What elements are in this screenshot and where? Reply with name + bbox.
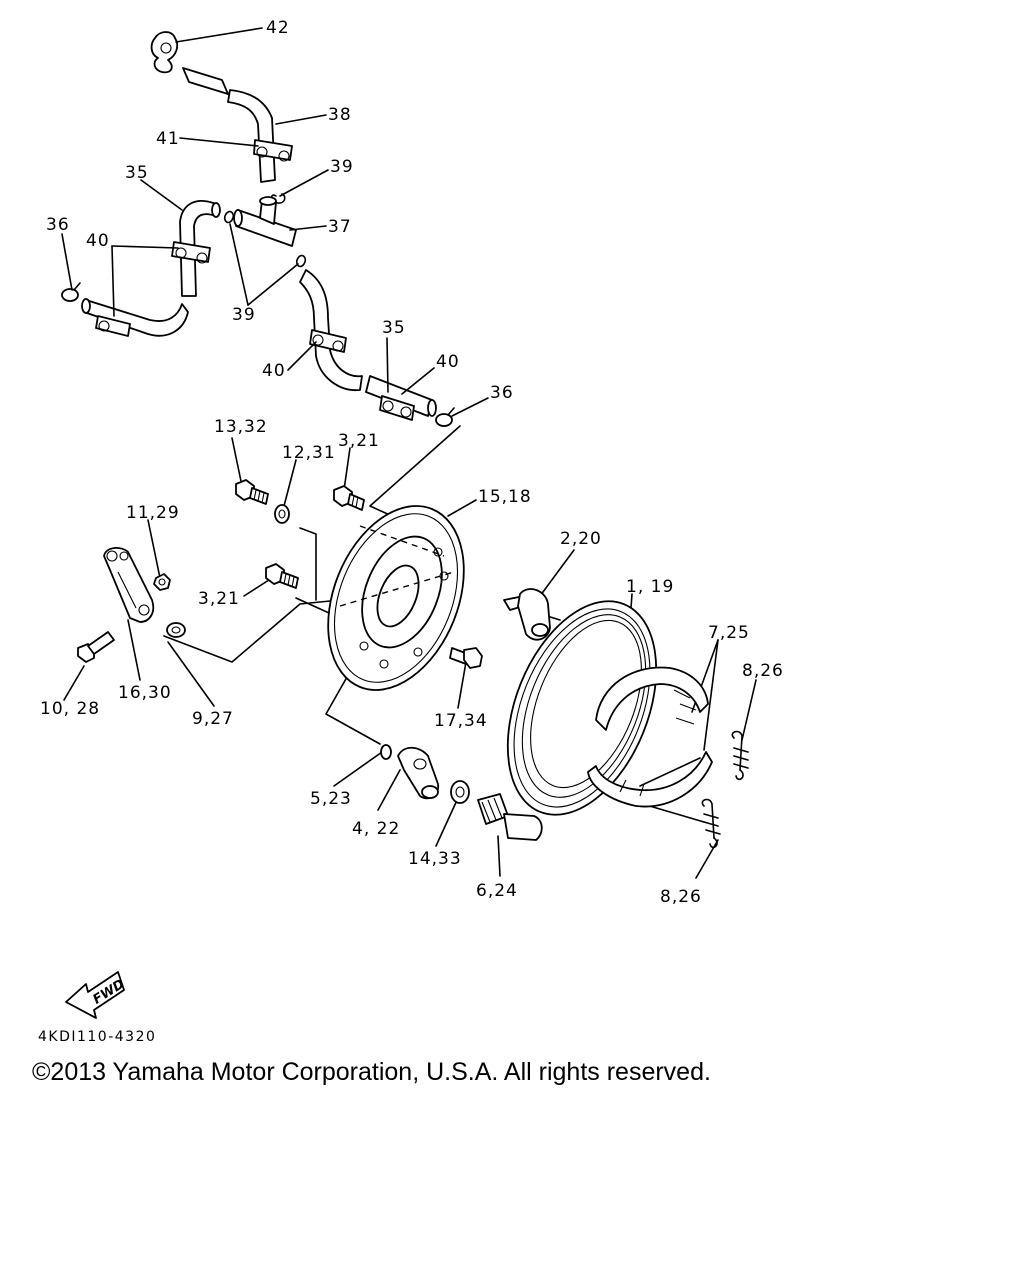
label-13-32: 13,32 bbox=[214, 417, 268, 437]
label-40-b: 40 bbox=[436, 352, 460, 372]
label-38: 38 bbox=[328, 105, 352, 125]
clip-39-mid-a bbox=[223, 210, 235, 224]
label-3-21-a: 3,21 bbox=[338, 431, 380, 451]
label-35-b: 35 bbox=[382, 318, 406, 338]
nut-11-29 bbox=[153, 573, 171, 591]
clamp-40-left-lower bbox=[95, 315, 131, 337]
adjuster-2-20 bbox=[503, 588, 551, 641]
clamp-40-right-lower bbox=[379, 395, 415, 421]
label-12-31: 12,31 bbox=[282, 443, 336, 463]
label-8-26-a: 8,26 bbox=[742, 661, 784, 681]
brake-shoes-7-25 bbox=[587, 666, 713, 808]
hose-lower-right bbox=[365, 375, 437, 417]
copyright-notice: ©2013 Yamaha Motor Corporation, U.S.A. A… bbox=[32, 1058, 711, 1086]
label-5-23: 5,23 bbox=[310, 789, 352, 809]
forward-arrow-icon: FWD bbox=[65, 971, 128, 1019]
hose-lower-left bbox=[81, 298, 189, 337]
label-7-25: 7,25 bbox=[708, 623, 750, 643]
label-6-24: 6,24 bbox=[476, 881, 518, 901]
o-ring-5-23 bbox=[380, 744, 392, 760]
brake-backing-plate-15-18 bbox=[327, 505, 465, 691]
label-35-a: 35 bbox=[125, 163, 149, 183]
label-36-a: 36 bbox=[46, 215, 70, 235]
clip-42 bbox=[150, 31, 179, 74]
label-36-b: 36 bbox=[490, 383, 514, 403]
label-40-a: 40 bbox=[86, 231, 110, 251]
label-16-30: 16,30 bbox=[118, 683, 172, 703]
drawing-code: 4KDI110-4320 bbox=[38, 1029, 156, 1045]
bolt-3-21-upper bbox=[333, 485, 365, 511]
spring-8-26-upper bbox=[731, 730, 749, 781]
clamp-40-right-mid bbox=[309, 329, 347, 353]
bolt-17-34 bbox=[449, 647, 483, 669]
clip-39-mid-b bbox=[295, 254, 307, 268]
clamp-40-left-upper bbox=[171, 241, 211, 264]
label-11-29: 11,29 bbox=[126, 503, 180, 523]
breather-hose-assembly bbox=[61, 31, 455, 427]
pin-9-27 bbox=[166, 622, 186, 638]
label-3-21-b: 3,21 bbox=[198, 589, 240, 609]
clip-36-right bbox=[435, 407, 455, 427]
camshaft-4-22 bbox=[397, 746, 440, 800]
bolt-10-28 bbox=[77, 631, 115, 663]
washer-12-31 bbox=[274, 504, 290, 524]
label-42: 42 bbox=[266, 18, 290, 38]
label-39-b: 39 bbox=[232, 305, 256, 325]
clamp-41 bbox=[253, 139, 293, 162]
brake-lever-16-30 bbox=[103, 547, 155, 623]
cam-6-24 bbox=[477, 793, 543, 841]
label-4-22: 4, 22 bbox=[352, 819, 400, 839]
label-41: 41 bbox=[156, 129, 180, 149]
hose-35-left bbox=[179, 200, 221, 297]
spring-8-26-lower bbox=[701, 798, 721, 849]
label-37: 37 bbox=[328, 217, 352, 237]
hose-38 bbox=[182, 67, 276, 183]
brake-drum-1-19 bbox=[506, 600, 658, 816]
label-39-a: 39 bbox=[330, 157, 354, 177]
bolt-3-21-lower bbox=[265, 563, 299, 589]
label-14-33: 14,33 bbox=[408, 849, 462, 869]
label-9-27: 9,27 bbox=[192, 709, 234, 729]
bolt-13-32 bbox=[235, 479, 269, 505]
label-17-34: 17,34 bbox=[434, 711, 488, 731]
part-labels: 42 38 41 39 35 37 36 40 39 35 40 40 36 1… bbox=[40, 18, 784, 907]
label-2-20: 2,20 bbox=[560, 529, 602, 549]
label-15-18: 15,18 bbox=[478, 487, 532, 507]
clip-36-left bbox=[61, 282, 81, 302]
label-40-c: 40 bbox=[262, 361, 286, 381]
hose-35-right bbox=[299, 269, 363, 391]
label-10-28: 10, 28 bbox=[40, 699, 100, 719]
label-8-26-b: 8,26 bbox=[660, 887, 702, 907]
clip-39-upper bbox=[270, 193, 286, 204]
washer-14-33 bbox=[450, 780, 470, 804]
label-1-19: 1, 19 bbox=[626, 577, 674, 597]
tee-joint-37 bbox=[233, 196, 297, 247]
